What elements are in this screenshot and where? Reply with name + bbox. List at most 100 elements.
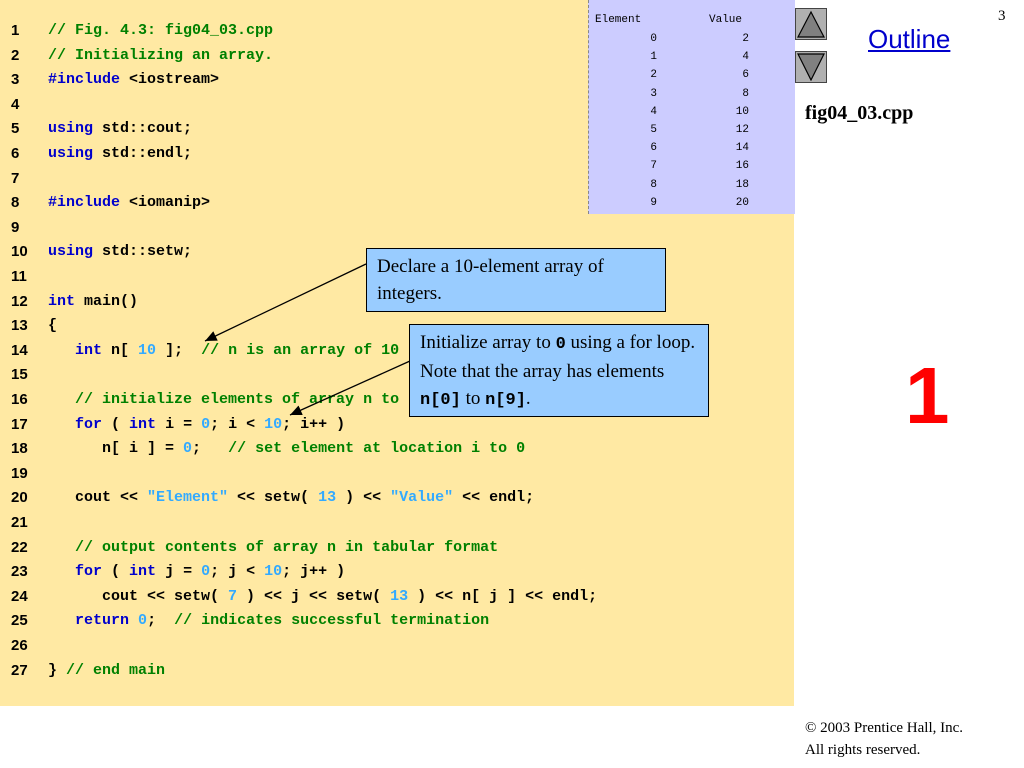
code-token: ) << j << setw( [237,588,391,605]
line-number: 3 [11,71,20,88]
code-token: n[ i ] = [48,440,184,457]
code-text: return 0; // indicates successful termin… [48,609,489,633]
code-token: } [48,662,67,679]
output-element: 3 [650,87,657,100]
output-value: 8 [742,87,749,100]
line-number: 20 [11,489,28,506]
callout-init-text-3: to [460,388,486,409]
output-element: 4 [650,105,657,118]
code-line: 25 return 0; // indicates successful ter… [0,609,794,633]
line-number: 5 [11,120,20,137]
code-token: // indicates successful termination [174,612,490,629]
code-token: 0 [138,612,148,629]
output-element: 8 [650,178,657,191]
code-text: for ( int j = 0; j < 10; j++ ) [48,560,345,584]
code-token: #include [48,71,121,88]
outline-link[interactable]: Outline [868,24,951,54]
code-token: using [48,145,94,162]
code-token: ; i < [210,416,265,433]
output-header-value: Value [709,14,743,26]
line-number: 24 [11,588,28,605]
code-text: int main() [48,290,138,314]
code-text: { [48,314,57,338]
line-number: 2 [11,47,20,64]
callout-declare-array: Declare a 10-element array of integers. [366,248,666,312]
code-token: n[ [102,342,139,359]
code-token [48,612,75,629]
code-line: 7 [0,167,794,191]
output-value: 2 [742,33,749,45]
code-token: // output contents of array n in tabular… [75,539,499,556]
code-token: main() [75,293,139,310]
code-line: 22 // output contents of array n in tabu… [0,536,794,560]
output-row: 4 10 [589,103,795,121]
code-token: 10 [138,342,157,359]
code-token [48,342,75,359]
output-element: 6 [650,142,657,155]
copyright-footer: © 2003 Prentice Hall, Inc. All rights re… [805,717,963,761]
code-line: 20 cout << "Element" << setw( 13 ) << "V… [0,486,794,510]
code-token: ( [102,416,130,433]
line-number: 8 [11,194,20,211]
code-token: i = [156,416,202,433]
line-number: 15 [11,366,28,383]
code-token: // Fig. 4.3: fig04_03.cpp [48,22,274,39]
code-line: 21 [0,511,794,535]
callout-declare-text: Declare a 10-element array of integers. [377,256,604,304]
code-token: ) << n[ j ] << endl; [408,588,598,605]
line-number: 18 [11,440,28,457]
output-element: 2 [650,69,657,82]
page-number: 3 [998,8,1006,24]
line-number: 1 [11,22,20,39]
code-line: 9 [0,216,794,240]
callout-init-text-1: Initialize array to [420,332,556,353]
code-line: 18 n[ i ] = 0; // set element at locatio… [0,437,794,461]
code-token: cout << [48,489,148,506]
line-number: 12 [11,293,28,310]
output-element: 1 [650,51,657,64]
code-token: // set element at location i to 0 [228,440,526,457]
code-token: { [48,317,58,334]
line-number: 13 [11,317,28,334]
next-slide-button[interactable] [795,51,827,83]
line-number: 7 [11,170,20,187]
previous-slide-button[interactable] [795,8,827,40]
code-token [48,416,75,433]
code-token: for [75,563,103,580]
line-number: 22 [11,539,28,556]
code-token: ]; [156,342,202,359]
line-number: 14 [11,342,28,359]
code-token: <iostream> [120,71,220,88]
code-token: <iomanip> [120,194,211,211]
code-token: ; [192,440,229,457]
code-line: 17 for ( int i = 0; i < 10; i++ ) [0,413,794,437]
code-text: #include <iomanip> [48,191,210,215]
line-number: 6 [11,145,20,162]
code-token: j = [156,563,202,580]
triangle-up-icon [797,10,825,38]
code-token: ; j++ ) [282,563,346,580]
code-token: int [129,563,157,580]
code-text: } // end main [48,659,165,683]
line-number: 11 [11,268,27,285]
code-line: 13 { [0,314,794,338]
output-value: 10 [735,105,749,118]
code-token: 0 [201,416,211,433]
code-text: // initialize elements of array n to 0 [48,388,417,412]
code-line: 1 // Fig. 4.3: fig04_03.cpp [0,19,794,43]
line-number: 26 [11,637,28,654]
code-token: std::setw; [93,243,193,260]
code-token: ( [102,563,130,580]
code-token: int [129,416,157,433]
file-name: fig04_03.cpp [805,102,914,124]
code-line: 3 #include <iostream> [0,68,794,92]
code-token: // end main [66,662,166,679]
code-token: for [75,416,103,433]
rights-line: All rights reserved. [805,742,921,758]
